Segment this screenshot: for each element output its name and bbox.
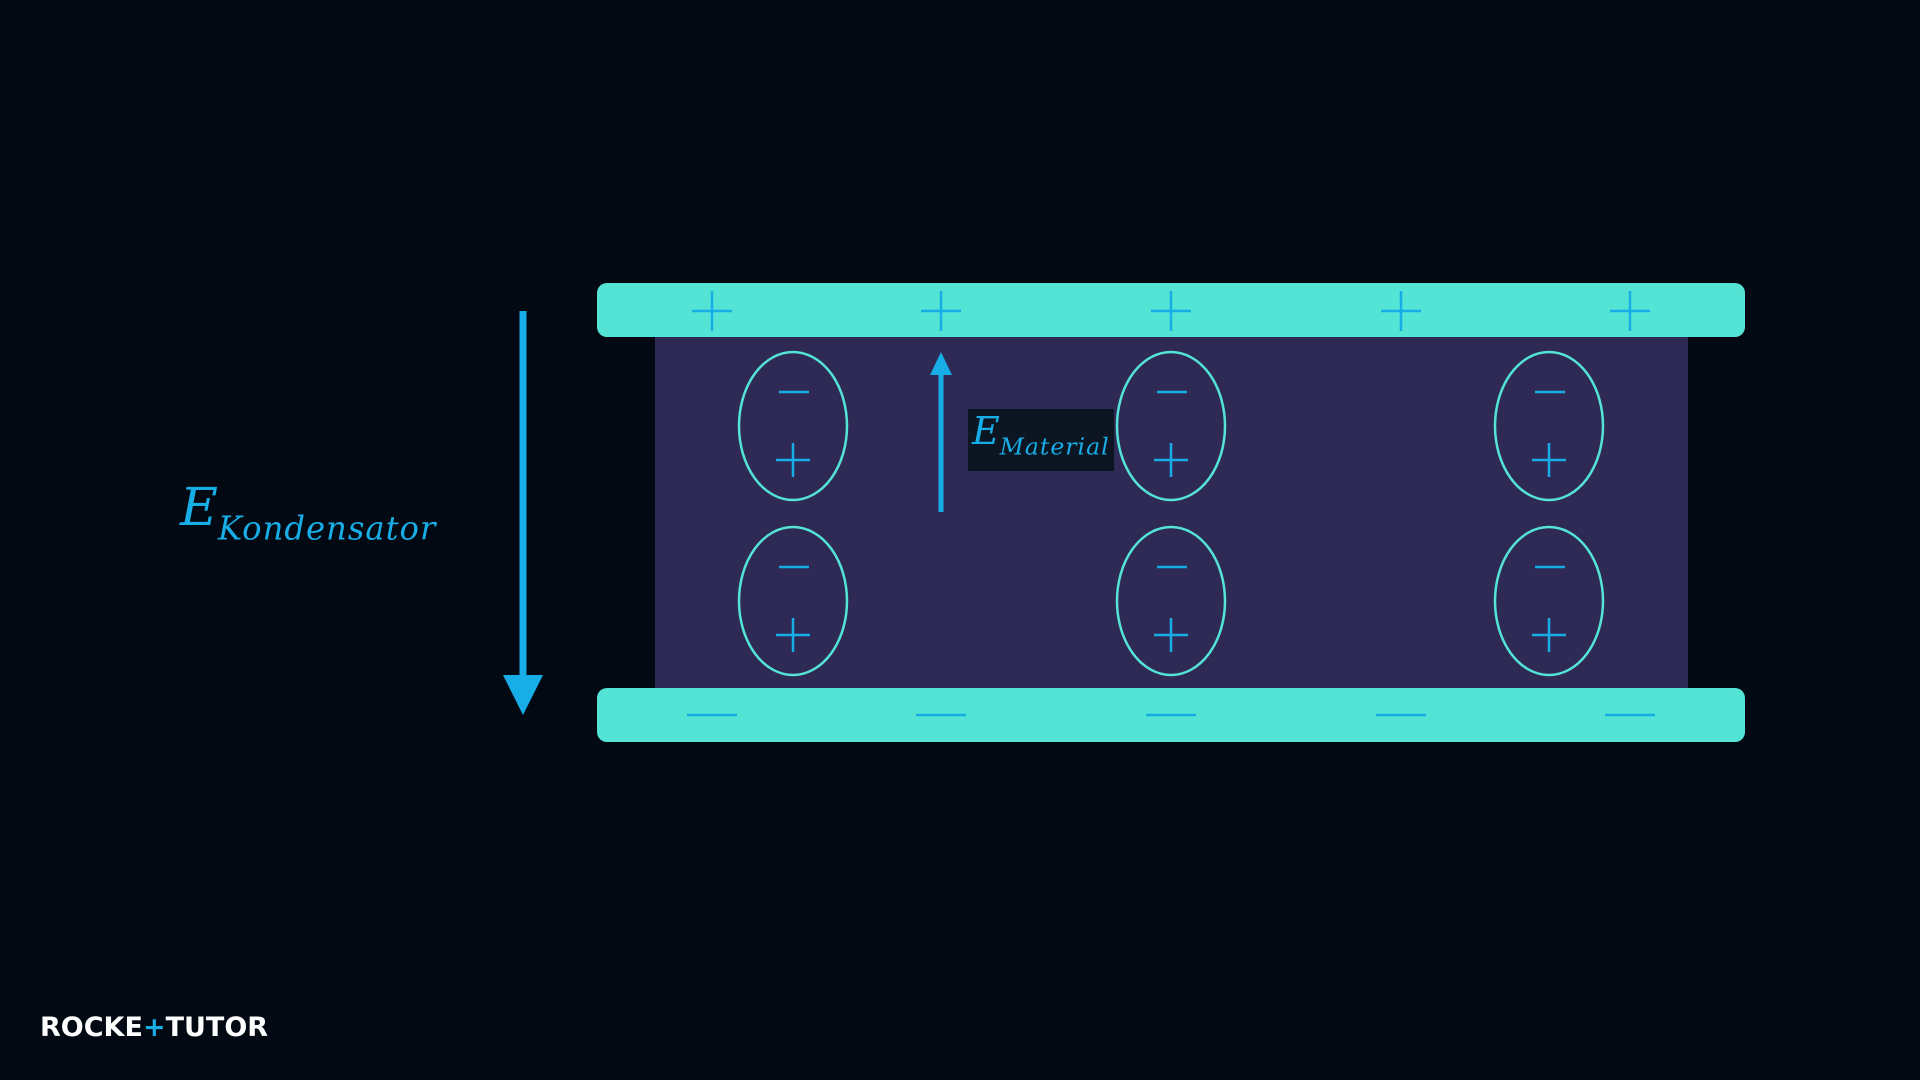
capacitor-field-label: EKondensator	[180, 478, 437, 548]
material-field-label: EMaterial	[968, 409, 1114, 471]
positive-charge-icon	[692, 291, 732, 331]
dipoles	[737, 350, 1605, 677]
dipole	[1493, 525, 1605, 677]
dipole	[1493, 350, 1605, 502]
material-field-arrow-icon	[930, 352, 952, 512]
dipole	[1115, 525, 1227, 677]
top-plate-charges	[692, 291, 1650, 331]
positive-charge-icon	[1610, 291, 1650, 331]
positive-charge-icon	[1381, 291, 1421, 331]
dipole	[737, 525, 849, 677]
dipole	[737, 350, 849, 502]
capacitor-field-arrow-icon	[503, 311, 543, 715]
rockettutor-logo: ROCKE+TUTOR	[40, 1012, 269, 1043]
dipole	[1115, 350, 1227, 502]
positive-charge-icon	[921, 291, 961, 331]
positive-charge-icon	[1151, 291, 1191, 331]
